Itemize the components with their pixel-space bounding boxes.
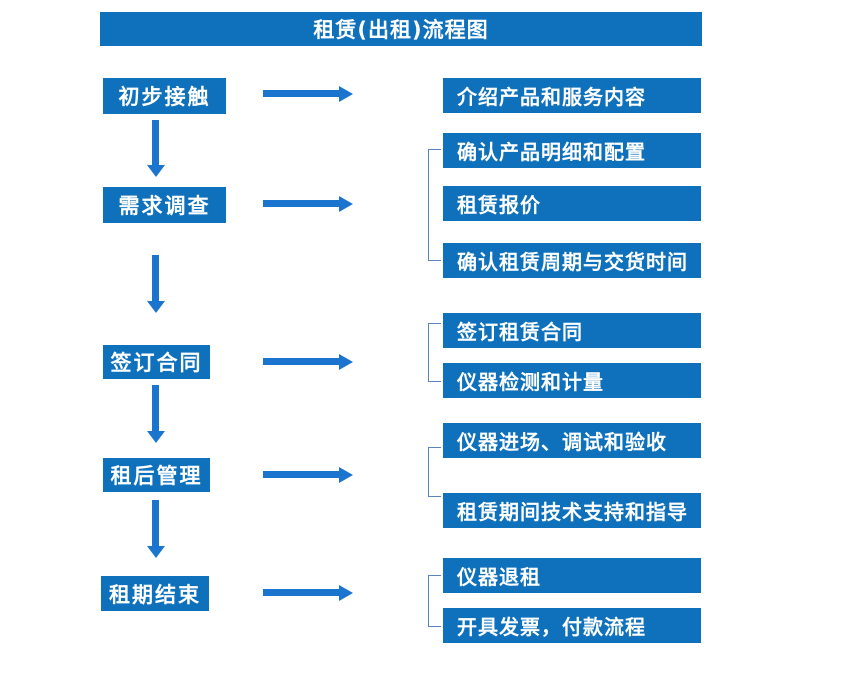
down-arrow-icon — [146, 385, 165, 443]
flow-detail-introduce-products: 介绍产品和服务内容 — [443, 78, 701, 113]
group-bracket-sign-contract — [428, 323, 441, 382]
flow-step-post-rental-management: 租后管理 — [103, 458, 210, 492]
right-arrow-icon — [263, 195, 353, 212]
flow-step-sign-contract: 签订合同 — [103, 345, 210, 379]
flow-step-rental-end: 租期结束 — [101, 576, 209, 611]
right-arrow-icon — [263, 85, 353, 102]
flow-step-demand-survey: 需求调查 — [103, 187, 226, 223]
flow-detail-confirm-period-delivery: 确认租赁周期与交货时间 — [443, 243, 701, 278]
flow-detail-invoice-payment: 开具发票，付款流程 — [443, 608, 701, 643]
group-bracket-rental-end — [428, 575, 441, 627]
right-arrow-icon — [263, 466, 353, 483]
flow-detail-technical-support: 租赁期间技术支持和指导 — [443, 493, 701, 528]
flow-detail-rental-quote: 租赁报价 — [443, 186, 701, 221]
flow-detail-sign-rental-contract: 签订租赁合同 — [443, 313, 701, 348]
down-arrow-icon — [146, 120, 165, 177]
right-arrow-icon — [263, 353, 353, 370]
group-bracket-post-rental — [428, 447, 441, 497]
right-arrow-icon — [263, 584, 353, 601]
down-arrow-icon — [146, 255, 165, 313]
flow-detail-instrument-setup-acceptance: 仪器进场、调试和验收 — [443, 423, 701, 458]
flow-detail-instrument-return: 仪器退租 — [443, 558, 701, 593]
group-bracket-demand-survey — [428, 149, 441, 261]
down-arrow-icon — [146, 500, 165, 558]
flowchart-title: 租赁(出租)流程图 — [100, 12, 702, 46]
flow-detail-instrument-testing: 仪器检测和计量 — [443, 363, 701, 398]
flow-step-initial-contact: 初步接触 — [103, 78, 226, 114]
flow-detail-confirm-product-config: 确认产品明细和配置 — [443, 133, 701, 168]
